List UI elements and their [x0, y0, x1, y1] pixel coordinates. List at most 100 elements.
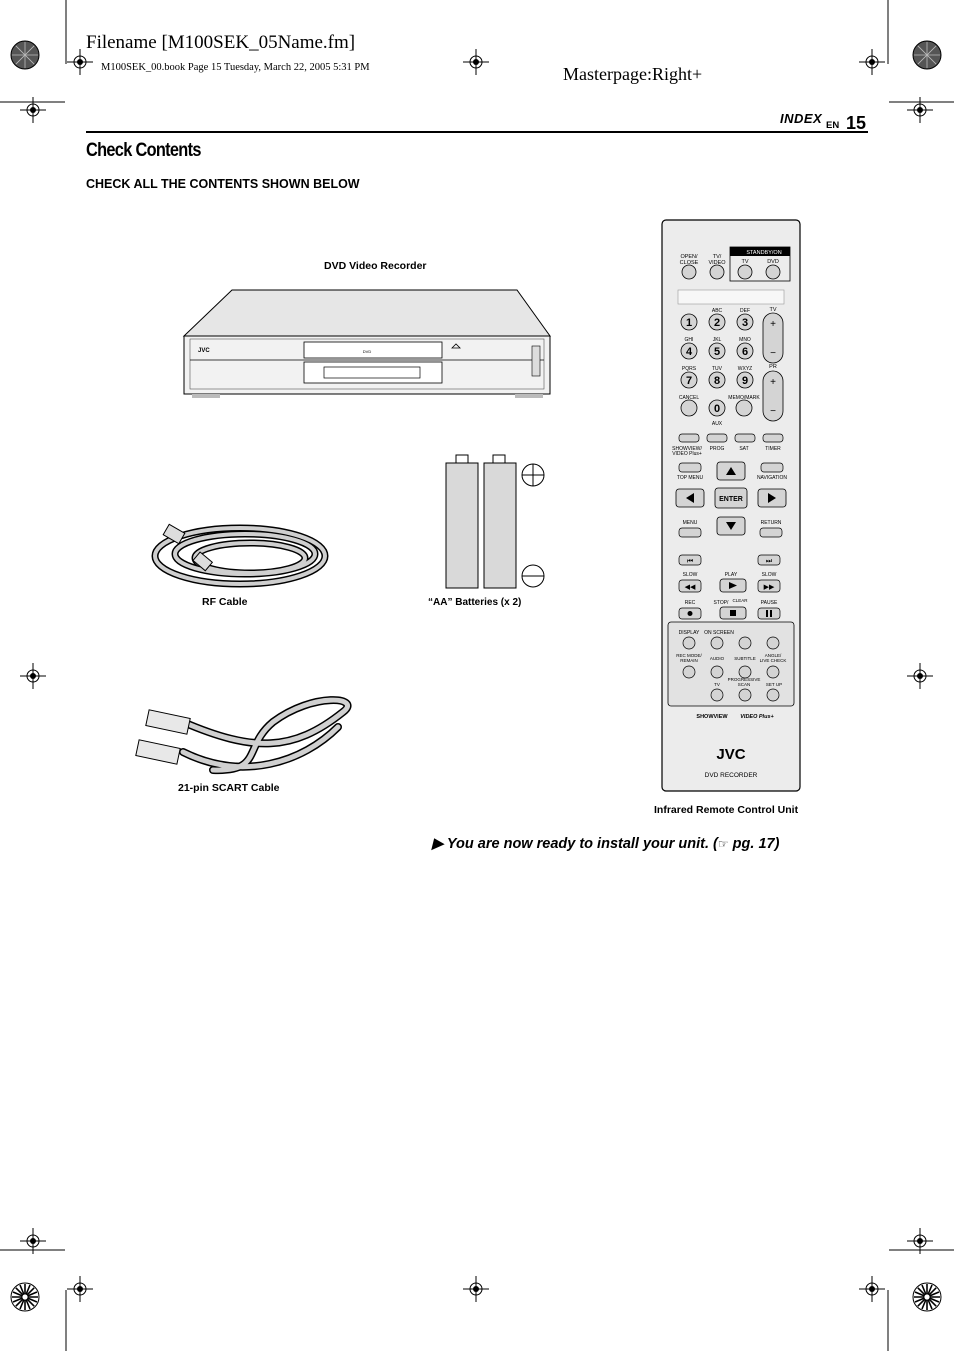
top-menu-label: TOP MENU [677, 475, 704, 481]
digit-5-letters: JKL [713, 337, 722, 343]
pointing-hand-icon: ☞ [717, 837, 729, 851]
tv-video-button [709, 264, 725, 280]
play-arrow-icon: ▶ [432, 836, 447, 852]
digit-6-label: 6 [742, 346, 748, 358]
remote-control-illustration: OPEN/ CLOSE TV/ VIDEO STANDBY/ON TV DVD … [661, 219, 801, 792]
standby-label: STANDBY/ON [746, 250, 781, 256]
tv-video-label-2: VIDEO [708, 260, 726, 266]
play-label: PLAY [725, 572, 738, 578]
batteries-illustration [445, 454, 545, 589]
page-number: 15 [846, 113, 867, 133]
recorder-caption: DVD Video Recorder [324, 260, 427, 272]
digit-3-button [736, 313, 754, 331]
batteries-caption: “AA” Batteries (x 2) [428, 597, 522, 608]
section-title: Check Contents [86, 140, 201, 161]
audio-label: AUDIO [710, 656, 725, 661]
aux-label: AUX [712, 421, 723, 427]
dvd-power-button [765, 264, 781, 280]
digit-6-button [736, 342, 754, 360]
display-label: DISPLAY [679, 630, 700, 636]
digit-3-letters: DEF [740, 308, 750, 314]
dvd-recorder-illustration: JVC DVD [182, 289, 551, 398]
showview-label-2: VIDEO Plus+ [672, 451, 702, 457]
filename-header: Filename [M100SEK_05Name.fm] [86, 32, 356, 53]
section-subtitle: CHECK ALL THE CONTENTS SHOWN BELOW [86, 177, 360, 191]
ready-page-ref[interactable]: pg. 17) [728, 836, 780, 852]
prog-label: PROG [710, 446, 725, 452]
open-close-label-2: CLOSE [680, 260, 699, 266]
rec-mode-label-2: REMAIN [680, 658, 698, 663]
digit-9-button [736, 371, 754, 389]
navigation-label: NAVIGATION [757, 475, 787, 481]
header-rule [86, 131, 868, 133]
svg-text:⏭: ⏭ [766, 558, 773, 565]
tv-o-label: TV [714, 682, 720, 687]
rec-mode-label-1: REC MODE/ [676, 653, 702, 658]
open-close-label-1: OPEN/ [680, 254, 698, 260]
cancel-button [680, 399, 698, 417]
angle-label-1: ANGLE/ [765, 653, 782, 658]
stop-label: STOP/ [714, 600, 730, 606]
digit-5-button [708, 342, 726, 360]
showview-logo: SHOWVIEW [696, 714, 728, 720]
digit-4-button [680, 342, 698, 360]
open-close-button [681, 264, 697, 280]
digit-8-label: 8 [714, 375, 720, 387]
language-code: EN [826, 120, 840, 131]
clear-label: CLEAR [732, 598, 748, 603]
sat-label: SAT [739, 446, 748, 452]
svg-text:◀◀: ◀◀ [685, 584, 696, 591]
digit-0-label: 0 [714, 403, 720, 415]
digit-9-label: 9 [742, 375, 748, 387]
rf-cable-caption: RF Cable [202, 596, 248, 608]
digit-7-label: 7 [686, 375, 692, 387]
rf-cable-illustration [151, 523, 329, 588]
digit-8-button [708, 371, 726, 389]
svg-text:▶▶: ▶▶ [764, 584, 775, 591]
digit-2-label: 2 [714, 317, 720, 329]
remote-brand: JVC [716, 746, 745, 763]
memo-label: MEMO/MARK [728, 395, 760, 401]
remote-model: DVD RECORDER [705, 772, 758, 779]
menu-label: MENU [683, 520, 698, 526]
video-plus-logo: VIDEO Plus+ [740, 714, 774, 720]
enter-label: ENTER [719, 496, 743, 503]
progressive-label-1: PROGRESSIVE [728, 677, 761, 682]
scart-caption: 21-pin SCART Cable [178, 782, 280, 794]
volume-label: TV [769, 307, 776, 313]
progressive-label-2: SCAN [738, 682, 751, 687]
digit-2-letters: ABC [712, 308, 723, 314]
digit-8-letters: TUV [712, 366, 723, 372]
slow-plus-label: SLOW [762, 572, 777, 578]
index-header: INDEX EN 15 [760, 111, 870, 135]
digit-2-button [708, 313, 726, 331]
ready-text: You are now ready to install your unit. … [446, 836, 718, 852]
digit-3-label: 3 [742, 317, 748, 329]
timer-label: TIMER [765, 446, 781, 452]
svg-text:+: + [770, 377, 776, 388]
return-label: RETURN [761, 520, 782, 526]
showview-label-1: SHOWVIEW/ [672, 446, 702, 452]
recorder-disc-logo: DVD [363, 349, 372, 354]
subtitle-label: SUBTITLE [734, 656, 756, 661]
digit-6-letters: MNO [739, 337, 751, 343]
volume-rocker [762, 312, 784, 364]
digit-7-button [680, 371, 698, 389]
angle-label-2: LIVE CHECK [760, 658, 787, 663]
recorder-brand: JVC [198, 348, 210, 354]
index-link[interactable]: INDEX [780, 111, 823, 126]
svg-text:⏮: ⏮ [687, 558, 693, 565]
digit-7-letters: PQRS [682, 366, 697, 372]
svg-text:−: − [770, 348, 776, 359]
remote-caption: Infrared Remote Control Unit [654, 804, 799, 816]
pause-label: PAUSE [761, 600, 778, 606]
svg-text:−: − [770, 406, 776, 417]
ready-notice: ▶ You are now ready to install your unit… [432, 836, 779, 852]
digit-1-button [680, 313, 698, 331]
channel-rocker [762, 370, 784, 422]
digit-0-button [708, 399, 726, 417]
masterpage-label: Masterpage:Right+ [563, 64, 703, 84]
digit-1-label: 1 [686, 317, 692, 329]
book-info: M100SEK_00.book Page 15 Tuesday, March 2… [101, 62, 370, 73]
